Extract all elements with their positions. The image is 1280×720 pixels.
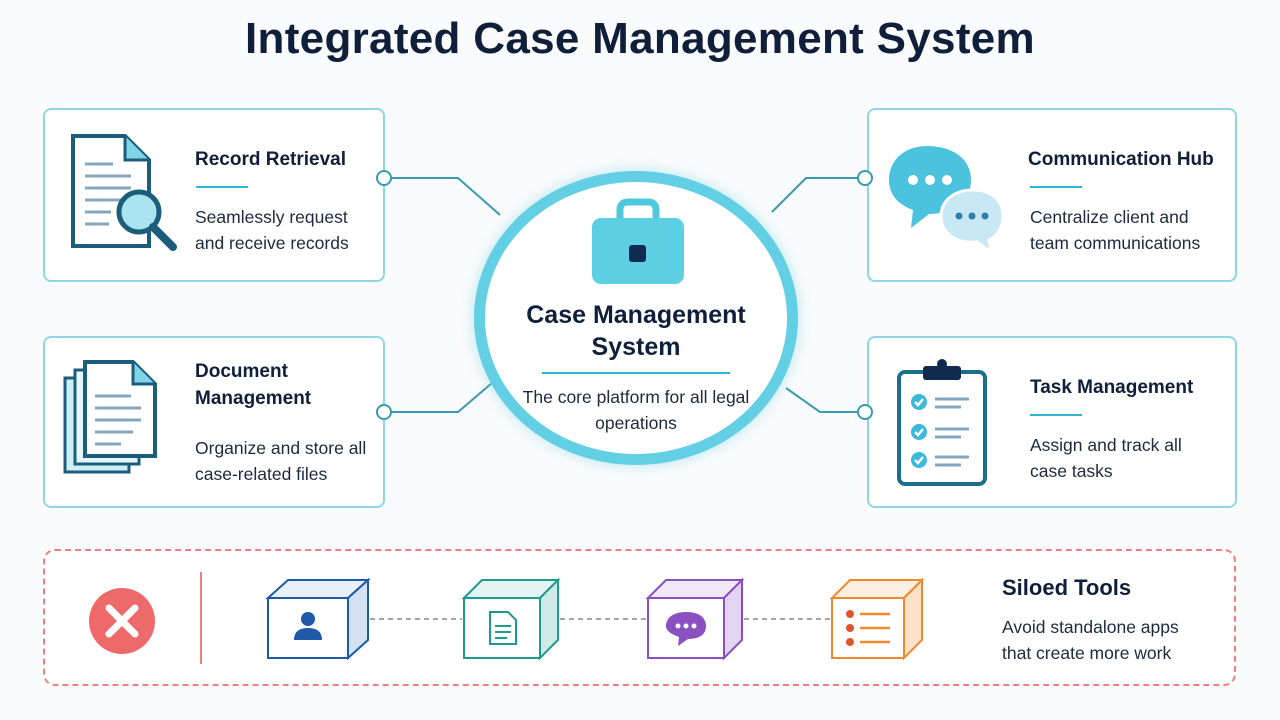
chat-box-icon xyxy=(645,577,745,661)
communication-hub-title: Communication Hub xyxy=(1028,149,1214,170)
document-box-icon xyxy=(461,577,561,661)
siloed-tools-description: Avoid standalone apps that create more w… xyxy=(1002,617,1179,663)
communication-hub-card[interactable]: Communication Hub Centralize client and … xyxy=(867,108,1237,282)
document-management-card[interactable]: Document Management Organize and store a… xyxy=(43,336,385,508)
checklist-box-icon xyxy=(829,577,925,661)
user-box-icon xyxy=(265,577,371,661)
x-circle-icon xyxy=(89,588,155,654)
record-retrieval-title: Record Retrieval xyxy=(195,149,347,170)
card-divider xyxy=(1030,414,1082,416)
document-management-description: Organize and store all case-related file… xyxy=(195,438,367,484)
connector-dot xyxy=(376,170,392,186)
silo-divider xyxy=(200,572,202,664)
page-title: Integrated Case Management System xyxy=(245,14,1035,63)
task-management-description: Assign and track all case tasks xyxy=(1030,435,1182,481)
connector-dot xyxy=(857,170,873,186)
document-search-icon xyxy=(71,134,177,251)
hub-title: Case Management System xyxy=(526,301,746,361)
communication-hub-description: Centralize client and team communication… xyxy=(1030,207,1201,253)
chat-bubbles-icon xyxy=(889,146,1005,254)
record-retrieval-card[interactable]: Record Retrieval Seamlessly request and … xyxy=(43,108,385,282)
card-divider xyxy=(196,186,248,188)
task-management-card[interactable]: Task Management Assign and track all cas… xyxy=(867,336,1237,508)
siloed-tools-panel xyxy=(43,549,1236,686)
connector-dot xyxy=(857,404,873,420)
briefcase-icon xyxy=(592,198,684,284)
document-stack-icon xyxy=(63,360,157,474)
hub-description: The core platform for all legal operatio… xyxy=(522,387,750,433)
siloed-tool-boxes xyxy=(265,577,925,661)
record-retrieval-description: Seamlessly request and receive records xyxy=(195,207,349,253)
card-divider xyxy=(1030,186,1082,188)
task-management-title: Task Management xyxy=(1030,377,1194,398)
siloed-tools-title: Siloed Tools xyxy=(1002,575,1132,600)
document-management-title: Document Management xyxy=(195,361,312,409)
hub-divider xyxy=(542,372,730,374)
connector-dot xyxy=(376,404,392,420)
clipboard-checklist-icon xyxy=(897,359,987,486)
